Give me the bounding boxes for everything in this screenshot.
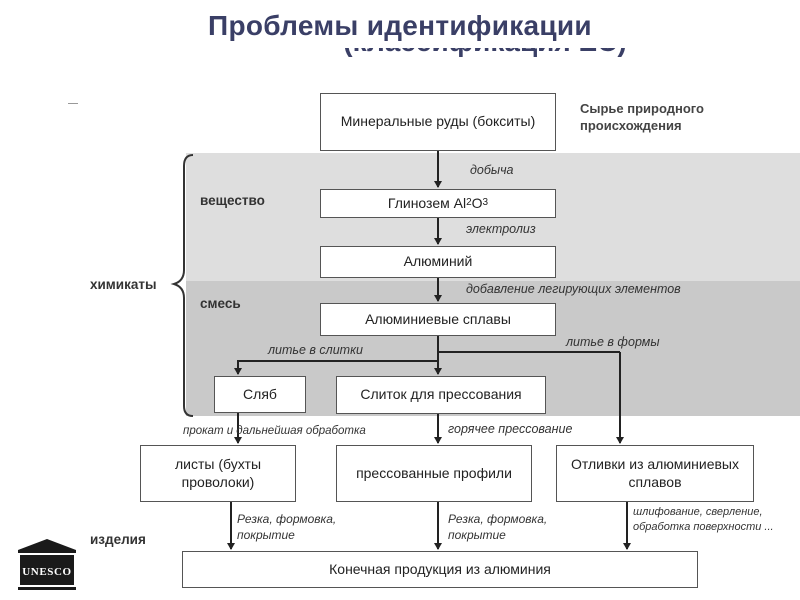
side-label-articles: изделия xyxy=(90,532,146,547)
label-mold-casting: литье в формы xyxy=(566,335,660,349)
raw-material-note: Сырье природного происхождения xyxy=(580,101,704,133)
box-mineral-ores: Минеральные руды (бокситы) xyxy=(320,93,556,151)
page-subtitle-clipped: (классификация ЕС) xyxy=(270,48,700,62)
divider-mark xyxy=(68,103,78,104)
box-pressing-ingot: Слиток для прессования xyxy=(336,376,546,414)
box-alloy-castings: Отливки из алюминиевых сплавов xyxy=(556,445,754,502)
label-electrolysis: электролиз xyxy=(466,222,536,236)
box-slab: Сляб xyxy=(214,376,306,413)
side-label-chemicals: химикаты xyxy=(90,277,157,292)
label-finishing-castings: шлифование, сверление, обработка поверхн… xyxy=(633,506,774,533)
box-sheets-coils: листы (бухты проволоки) xyxy=(140,445,296,502)
box-aluminium: Алюминий xyxy=(320,246,556,278)
label-mining: добыча xyxy=(470,163,514,177)
label-ingot-casting: литье в слитки xyxy=(268,343,363,357)
side-label-mixture: смесь xyxy=(200,296,241,311)
box-final-products: Конечная продукция из алюминия xyxy=(182,551,698,588)
label-rolling: прокат и дальнейшая обработка xyxy=(183,425,366,437)
unesco-logo-icon: UNESCO xyxy=(18,539,76,590)
box-extruded-profiles: прессованные профили xyxy=(336,445,532,502)
label-finishing-profiles: Резка, формовка, покрытие xyxy=(448,512,548,543)
label-alloying: добавление легирующих элементов xyxy=(466,282,681,296)
box-aluminium-alloys: Алюминиевые сплавы xyxy=(320,303,556,336)
page-title: Проблемы идентификации xyxy=(208,10,592,41)
chemicals-brace xyxy=(170,154,194,417)
side-label-substance: вещество xyxy=(200,193,265,208)
svg-text:UNESCO: UNESCO xyxy=(22,566,71,578)
label-finishing-sheets: Резка, формовка, покрытие xyxy=(237,512,337,543)
label-hot-pressing: горячее прессование xyxy=(448,422,573,436)
